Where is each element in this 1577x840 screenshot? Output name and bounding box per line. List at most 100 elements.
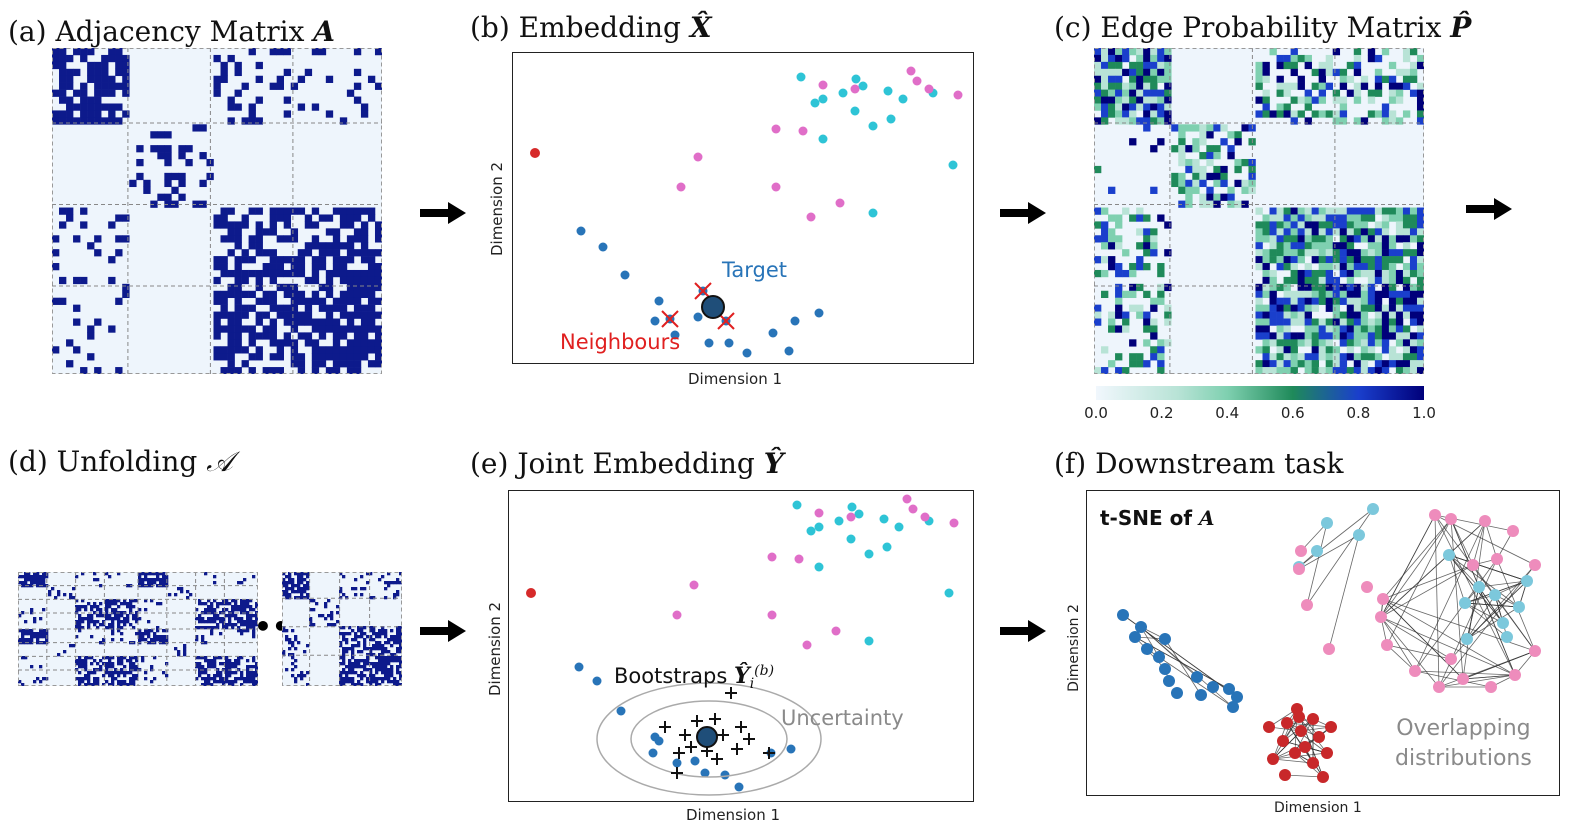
matrix-cell xyxy=(1157,117,1165,125)
scatter-point xyxy=(790,316,800,326)
matrix-cell xyxy=(93,671,97,675)
matrix-cell xyxy=(1416,235,1424,243)
matrix-cell xyxy=(222,608,226,612)
matrix-cell xyxy=(1115,283,1123,292)
tsne-edge xyxy=(1478,580,1528,588)
matrix-cell xyxy=(311,235,320,243)
matrix-cell xyxy=(291,644,295,648)
neighbour-marker xyxy=(661,310,679,328)
tsne-edge xyxy=(1284,774,1324,778)
matrix-cell xyxy=(1283,207,1291,215)
matrix-cell xyxy=(207,605,211,609)
scatter-point xyxy=(1141,643,1153,655)
matrix-cell xyxy=(297,207,306,215)
matrix-cell xyxy=(1101,68,1109,77)
scatter-point xyxy=(835,198,845,208)
matrix-cell xyxy=(201,665,205,669)
matrix-cell xyxy=(1136,61,1144,70)
uncertainty-label: Uncertainty xyxy=(781,706,904,730)
matrix-cell xyxy=(237,659,241,663)
scatter-point xyxy=(1375,611,1387,623)
matrix-cell xyxy=(353,325,362,333)
matrix-cell xyxy=(357,659,361,663)
matrix-cell xyxy=(246,668,250,672)
matrix-cell xyxy=(93,611,97,615)
matrix-cell xyxy=(1143,117,1151,125)
matrix-cell xyxy=(311,318,320,326)
matrix-cell xyxy=(81,620,85,624)
matrix-cell xyxy=(123,620,127,624)
matrix-cell xyxy=(1409,263,1418,271)
matrix-cell xyxy=(390,644,394,648)
matrix-cell xyxy=(111,662,115,666)
matrix-cell xyxy=(94,318,102,326)
matrix-cell xyxy=(66,75,74,83)
matrix-cell xyxy=(306,644,310,648)
matrix-cell xyxy=(378,662,382,666)
matrix-cell xyxy=(1108,186,1116,194)
target-label: Target xyxy=(722,258,787,282)
matrix-cell xyxy=(1129,61,1137,70)
matrix-cell xyxy=(99,602,103,606)
matrix-cell xyxy=(332,332,341,340)
matrix-cell xyxy=(1367,269,1376,278)
scatter-point xyxy=(883,86,893,96)
matrix-cell xyxy=(396,659,400,663)
matrix-cell xyxy=(227,235,235,243)
matrix-cell xyxy=(332,304,341,312)
matrix-cell xyxy=(249,614,253,618)
matrix-cell xyxy=(248,103,256,111)
matrix-cell xyxy=(234,68,242,77)
matrix-cell xyxy=(1143,110,1151,118)
matrix-cell xyxy=(69,596,73,600)
matrix-cell xyxy=(1157,48,1165,56)
matrix-cell xyxy=(1269,297,1277,305)
matrix-cell xyxy=(1255,304,1263,312)
matrix-cell xyxy=(1164,110,1172,118)
matrix-cell xyxy=(1395,256,1404,264)
matrix-cell xyxy=(234,665,238,669)
matrix-cell xyxy=(1353,235,1362,243)
matrix-cell xyxy=(378,644,382,648)
matrix-cell xyxy=(1276,263,1284,271)
matrix-cell xyxy=(241,214,249,222)
matrix-cell xyxy=(1409,48,1418,56)
matrix-cell xyxy=(303,674,307,678)
matrix-cell xyxy=(219,671,223,675)
matrix-cell xyxy=(1157,96,1165,104)
matrix-cell xyxy=(304,276,313,285)
matrix-cell xyxy=(1143,360,1151,368)
matrix-cell xyxy=(1353,207,1362,215)
colorbar xyxy=(1096,386,1424,400)
matrix-cell xyxy=(374,235,382,243)
matrix-cell xyxy=(1304,311,1312,319)
matrix-cell xyxy=(1339,297,1348,305)
matrix-cell xyxy=(1409,332,1418,340)
matrix-cell xyxy=(1094,221,1102,229)
matrix-cell xyxy=(1234,200,1242,208)
matrix-cell xyxy=(78,614,82,618)
matrix-cell xyxy=(150,629,154,633)
matrix-cell xyxy=(78,677,82,681)
matrix-cell xyxy=(351,644,355,648)
matrix-cell xyxy=(207,608,211,612)
matrix-cell xyxy=(59,276,67,285)
matrix-cell xyxy=(1374,228,1383,236)
matrix-cell xyxy=(135,668,139,672)
matrix-cell xyxy=(339,587,343,591)
matrix-cell xyxy=(1283,360,1291,368)
matrix-cell xyxy=(117,674,121,678)
matrix-cell xyxy=(248,325,256,333)
matrix-cell xyxy=(300,581,304,585)
matrix-cell xyxy=(1409,214,1418,222)
matrix-cell xyxy=(108,110,116,118)
matrix-cell xyxy=(1395,304,1404,312)
matrix-cell xyxy=(1374,332,1383,340)
matrix-cell xyxy=(311,367,320,374)
tsne-edge xyxy=(1380,564,1474,618)
matrix-cell xyxy=(1311,339,1319,347)
matrix-cell xyxy=(1178,152,1186,160)
matrix-cell xyxy=(153,632,157,636)
matrix-cell xyxy=(63,593,67,597)
matrix-cell xyxy=(141,638,145,642)
